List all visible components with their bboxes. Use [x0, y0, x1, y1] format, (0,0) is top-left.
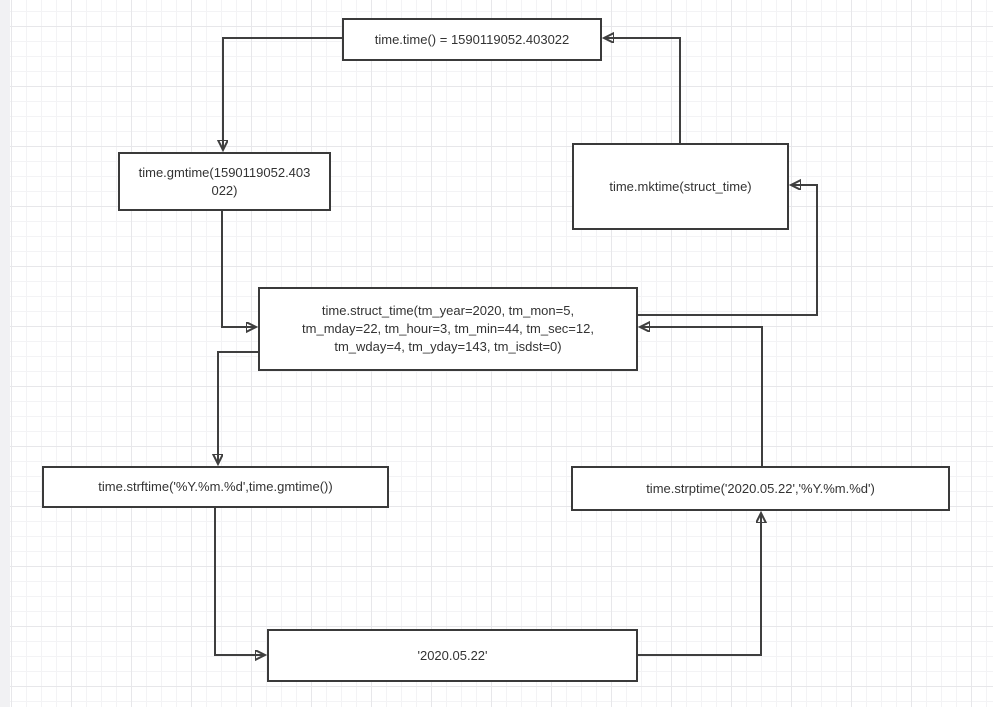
node-gmtime[interactable]: time.gmtime(1590119052.403 022)	[118, 152, 331, 211]
edge-strptime-to-struct-time[interactable]	[640, 327, 763, 466]
node-strftime[interactable]: time.strftime('%Y.%m.%d',time.gmtime())	[42, 466, 389, 508]
edge-date-string-to-strptime[interactable]	[638, 513, 761, 656]
edge-gmtime-to-struct-time[interactable]	[221, 211, 256, 327]
node-time-time[interactable]: time.time() = 1590119052.403022	[342, 18, 602, 61]
edge-strftime-to-date-string[interactable]	[214, 508, 265, 655]
node-struct-time[interactable]: time.struct_time(tm_year=2020, tm_mon=5,…	[258, 287, 638, 371]
edge-time-time-to-gmtime[interactable]	[223, 37, 342, 150]
node-mktime[interactable]: time.mktime(struct_time)	[572, 143, 789, 230]
node-date-string[interactable]: '2020.05.22'	[267, 629, 638, 682]
node-strptime[interactable]: time.strptime('2020.05.22','%Y.%m.%d')	[571, 466, 950, 511]
edge-mktime-to-time-time[interactable]	[604, 38, 681, 143]
edge-struct-time-to-strftime[interactable]	[218, 351, 258, 464]
canvas-left-edge	[0, 0, 10, 707]
